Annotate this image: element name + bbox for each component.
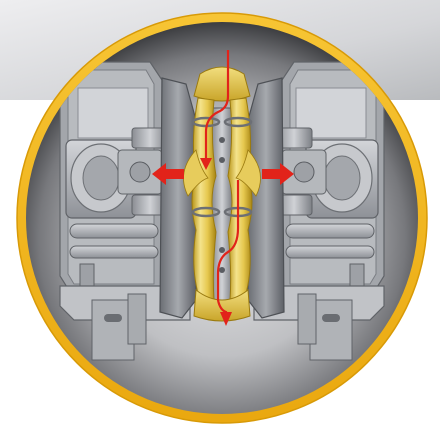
left-actuator-housing <box>59 61 191 361</box>
pinch-force-arrow-left <box>152 163 184 185</box>
pinch-force-arrow-right <box>262 163 294 185</box>
rubber-sleeves <box>183 66 261 322</box>
valve-cutaway <box>59 50 385 361</box>
valve-body <box>159 77 285 319</box>
flow-path-arrow <box>200 50 240 326</box>
right-actuator-housing <box>253 61 385 361</box>
